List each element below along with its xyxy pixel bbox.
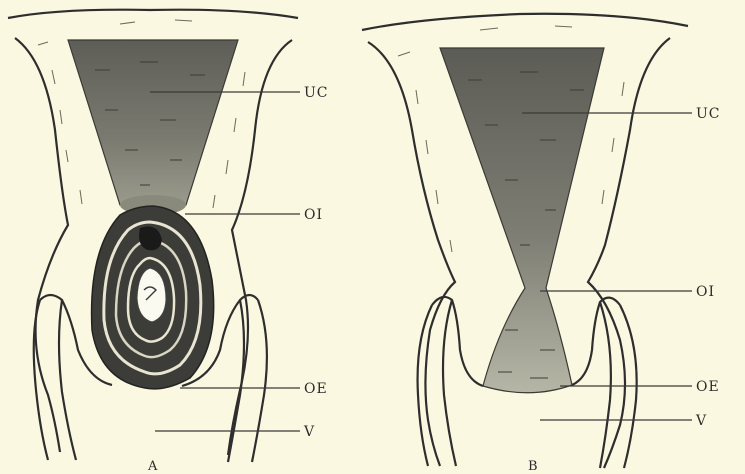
panel-b-vagina-wall-inner-left bbox=[443, 300, 456, 466]
panel-b-cervix-lip-right bbox=[572, 298, 620, 385]
panel-b-uterine-cavity bbox=[440, 48, 604, 393]
panel-a-label-oi: OI bbox=[304, 207, 323, 223]
panel-a-outer-wall-right bbox=[228, 40, 292, 455]
panel-b-label-v: V bbox=[695, 413, 707, 429]
panel-a-label-v: V bbox=[303, 424, 315, 440]
panel-b-vagina-wall-inner-right bbox=[600, 302, 611, 468]
panel-b-label-uc: UC bbox=[696, 106, 721, 122]
panel-a: UC OI OE V A bbox=[8, 10, 329, 474]
panel-a-vagina-wall-inner-left bbox=[59, 300, 76, 460]
panel-b: UC OI OE V B bbox=[362, 14, 721, 474]
panel-a-caption: A bbox=[147, 459, 158, 474]
panel-a-label-uc: UC bbox=[304, 85, 329, 101]
panel-b-label-oi: OI bbox=[696, 284, 715, 300]
panel-b-caption: B bbox=[528, 459, 538, 474]
panel-b-outer-wall-left bbox=[368, 42, 455, 466]
panel-a-outer-wall-left bbox=[15, 38, 68, 452]
panel-b-top-boundary bbox=[362, 14, 688, 30]
panel-a-label-oe: OE bbox=[304, 381, 328, 397]
panel-a-vagina-wall-left bbox=[34, 300, 48, 460]
panel-b-label-oe: OE bbox=[696, 379, 720, 395]
panel-a-uterine-cavity bbox=[68, 40, 238, 205]
panel-a-vagina-wall-right bbox=[252, 300, 267, 462]
panel-b-cervix-lip-left bbox=[432, 297, 483, 386]
panel-a-top-boundary bbox=[8, 10, 298, 18]
panel-b-outer-wall-right bbox=[588, 38, 670, 468]
